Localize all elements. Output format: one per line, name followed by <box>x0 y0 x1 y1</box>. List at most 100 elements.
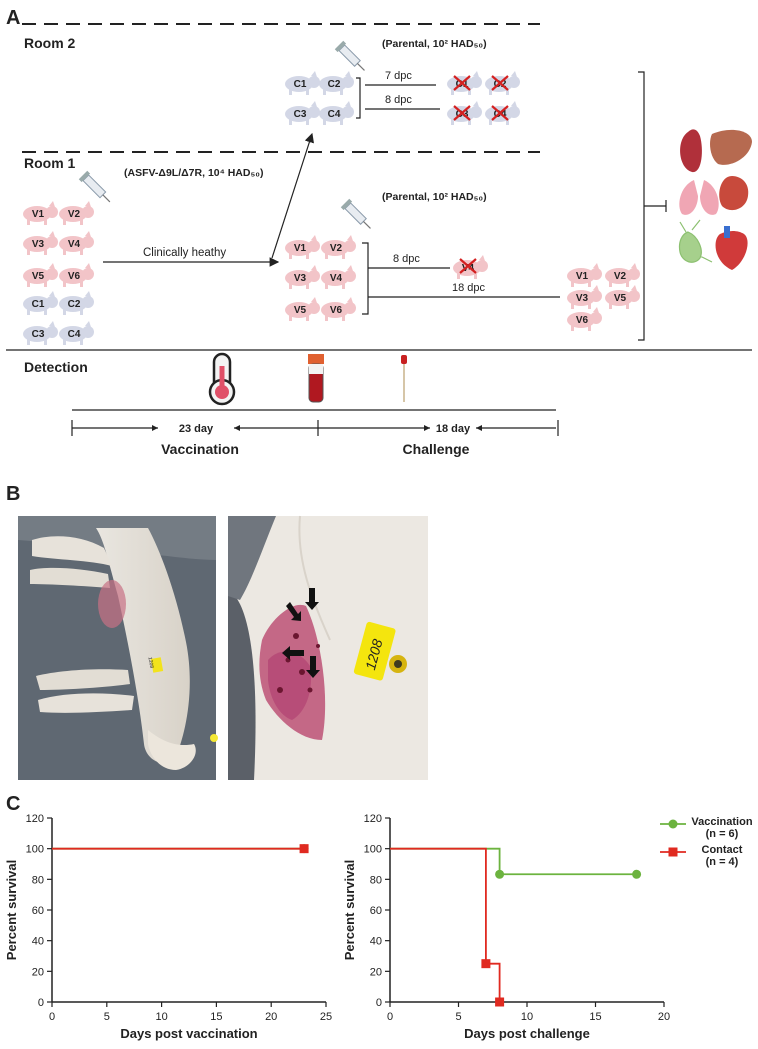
pig-label: V2 <box>330 243 343 254</box>
dpc7-label: 7 dpc <box>385 70 412 82</box>
contact-pig: C1 <box>285 71 320 95</box>
x-axis-label: Days post challenge <box>464 1026 590 1041</box>
pig-label: V3 <box>576 293 589 304</box>
vaccinated-pig: V6 <box>59 263 94 287</box>
x-axis-label: Days post vaccination <box>120 1026 257 1041</box>
x-tick-label: 20 <box>265 1011 277 1023</box>
y-tick-label: 80 <box>370 874 382 886</box>
pig-label: C1 <box>32 299 45 310</box>
y-axis-label: Percent survival <box>4 860 19 960</box>
surviving-pig: V5 <box>605 285 640 309</box>
pig-label: V2 <box>68 209 81 220</box>
challenged-pig: V3 <box>285 265 320 289</box>
x-tick-label: 5 <box>104 1011 110 1023</box>
panel-a-letter: A <box>6 7 20 29</box>
legend-series-n: (n = 6) <box>706 828 739 840</box>
dead-cross-icon <box>491 75 509 91</box>
pig-photo-closeup: 1208 <box>228 515 428 780</box>
pig-label: V5 <box>614 293 627 304</box>
dead-cross-icon <box>453 105 471 121</box>
y-tick-label: 0 <box>38 997 44 1009</box>
challenge-bracket <box>362 242 369 315</box>
dead-cross-icon <box>459 258 477 274</box>
x-tick-label: 15 <box>589 1011 601 1023</box>
control-pig: C4 <box>59 321 94 345</box>
ear-tag-left: 1208 <box>147 657 155 669</box>
kidney-icon <box>719 176 749 211</box>
challenged-pig: V1 <box>285 235 320 259</box>
surviving-pig: V3 <box>567 285 602 309</box>
data-point <box>481 959 491 969</box>
detection-label: Detection <box>24 359 88 375</box>
dead-v4-pig: V4 <box>453 255 488 279</box>
y-tick-label: 120 <box>26 813 44 825</box>
pig-label: V1 <box>294 243 307 254</box>
pig-label: V3 <box>32 239 45 250</box>
dead-contact-pig: C1 <box>447 71 482 95</box>
pig-label: V4 <box>462 263 475 274</box>
x-tick-label: 10 <box>155 1011 167 1023</box>
pig-label: V3 <box>294 273 307 284</box>
pig-label: V5 <box>32 271 45 282</box>
syringe-icon <box>340 198 371 229</box>
surviving-pig: V1 <box>567 263 602 287</box>
y-tick-label: 60 <box>32 905 44 917</box>
room2-bracket <box>356 77 361 119</box>
y-tick-label: 20 <box>32 966 44 978</box>
pig-label: C4 <box>68 329 81 340</box>
lesion-arrow-icon <box>286 602 301 621</box>
dead-contact-pig: C3 <box>447 101 482 125</box>
pig-label: V5 <box>294 305 307 316</box>
x-tick-label: 0 <box>387 1011 393 1023</box>
lesion-arrow-icon <box>306 656 320 678</box>
pig-label: C3 <box>32 329 45 340</box>
vaccinated-pig: V3 <box>23 231 58 255</box>
dpc18-label: 18 dpc <box>452 282 486 294</box>
liver-icon <box>710 129 752 165</box>
challenged-pig: V2 <box>321 235 356 259</box>
panel-c-letter: C <box>6 793 20 815</box>
y-tick-label: 100 <box>364 844 382 856</box>
pig-label: V2 <box>614 271 627 282</box>
vaccinated-pig: V1 <box>23 201 58 225</box>
day18-label: 18 day <box>436 423 471 435</box>
lesion-arrow-icon <box>282 646 304 660</box>
control-pig: C1 <box>23 291 58 315</box>
heart-icon <box>715 231 748 270</box>
y-tick-label: 60 <box>370 905 382 917</box>
contact-pig: C2 <box>319 71 354 95</box>
dead-contact-pig: C4 <box>485 101 520 125</box>
data-point <box>495 997 505 1007</box>
vaccinated-pig: V5 <box>23 263 58 287</box>
surviving-pig: V2 <box>605 263 640 287</box>
legend-marker <box>668 847 678 857</box>
x-tick-label: 5 <box>455 1011 461 1023</box>
dead-contact-pig: C2 <box>485 71 520 95</box>
challenged-pig: V4 <box>321 265 356 289</box>
x-tick-label: 20 <box>658 1011 670 1023</box>
lesion-arrow-icon <box>305 588 319 610</box>
chart-legend: Vaccination(n = 6)Contact(n = 4) <box>660 816 753 868</box>
blood-tube-icon <box>308 354 324 403</box>
surviving-pig: V6 <box>567 307 602 331</box>
y-axis-label: Percent survival <box>342 860 357 960</box>
pig-label: V1 <box>32 209 45 220</box>
data-point <box>299 844 309 854</box>
pig-label: C1 <box>294 79 307 90</box>
y-tick-label: 100 <box>26 844 44 856</box>
dead-cross-icon <box>491 105 509 121</box>
y-tick-label: 80 <box>32 874 44 886</box>
thermometer-icon <box>208 352 236 406</box>
challenge-label: Challenge <box>403 441 470 457</box>
x-tick-label: 25 <box>320 1011 332 1023</box>
room1-label: Room 1 <box>24 155 76 171</box>
dpc8-room1-label: 8 dpc <box>393 253 420 265</box>
legend-series-name: Vaccination <box>691 816 752 828</box>
challenge-parental-label: (Parental, 10² HAD₅₀) <box>382 191 487 203</box>
ear-tag-right: 1208 <box>362 637 386 671</box>
pig-label: C2 <box>328 79 341 90</box>
